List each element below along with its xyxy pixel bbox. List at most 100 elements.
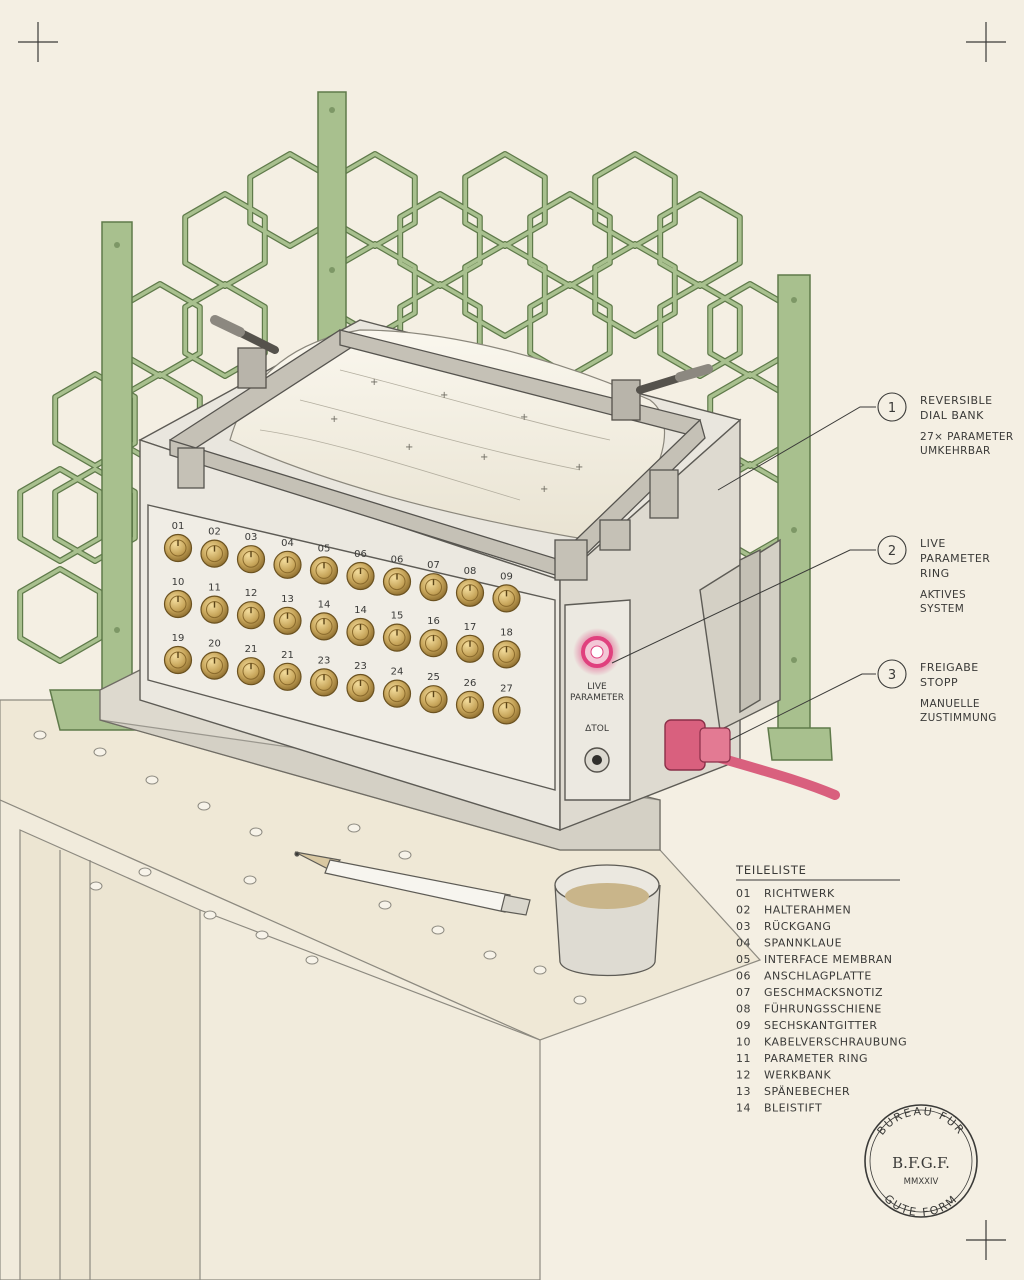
parameter-dial[interactable] bbox=[236, 601, 266, 630]
callout-title-line: STOPP bbox=[920, 676, 958, 689]
callout-title-line: LIVE bbox=[920, 537, 946, 550]
svg-text:+: + bbox=[540, 484, 548, 495]
parameter-dial[interactable] bbox=[492, 640, 521, 669]
parameter-dial[interactable] bbox=[346, 617, 375, 647]
parameter-dial[interactable] bbox=[236, 545, 266, 574]
dial-number-label: 15 bbox=[391, 611, 404, 622]
dial-number-label: 19 bbox=[172, 633, 185, 644]
parameter-dial[interactable] bbox=[492, 584, 521, 613]
part-number: 11 bbox=[736, 1052, 751, 1065]
callout-number: 2 bbox=[888, 544, 896, 559]
dial-number-label: 11 bbox=[208, 583, 221, 594]
ring-label-line2: PARAMETER bbox=[570, 693, 624, 703]
part-number: 14 bbox=[736, 1102, 751, 1115]
dial-number-label: 14 bbox=[354, 605, 367, 616]
parameter-dial[interactable] bbox=[200, 651, 229, 680]
parameter-dial[interactable] bbox=[163, 589, 193, 619]
parameter-dial[interactable] bbox=[309, 556, 339, 585]
parameter-dial[interactable] bbox=[200, 539, 229, 568]
parameter-dial[interactable] bbox=[200, 595, 229, 624]
parameter-dial[interactable] bbox=[273, 662, 302, 691]
part-number: 01 bbox=[736, 887, 751, 900]
part-name: BLEISTIFT bbox=[764, 1102, 822, 1115]
parameter-dial[interactable] bbox=[273, 550, 302, 579]
dial-number-label: 23 bbox=[354, 661, 367, 672]
part-number: 06 bbox=[736, 970, 751, 983]
part-name: SPÄNEBECHER bbox=[764, 1085, 850, 1098]
parameter-dial[interactable] bbox=[455, 578, 485, 607]
dial-number-label: 12 bbox=[245, 588, 258, 599]
tol-label: ΔTOL bbox=[585, 724, 609, 734]
callout-subtitle-line: UMKEHRBAR bbox=[920, 445, 991, 457]
toggle-clamp-left bbox=[210, 315, 279, 389]
callout-title-line: DIAL BANK bbox=[920, 409, 984, 422]
part-name: RICHTWERK bbox=[764, 887, 835, 900]
dial-number-label: 04 bbox=[281, 538, 294, 549]
parts-list-row: 01 RICHTWERK bbox=[736, 887, 835, 900]
reversible-dial-bank: 0102030405060607080910111213141415161718… bbox=[163, 521, 521, 725]
parameter-dial[interactable] bbox=[455, 690, 485, 719]
callout-subtitle-line: 27× PARAMETER bbox=[920, 431, 1014, 443]
dial-number-label: 17 bbox=[464, 622, 477, 633]
dial-number-label: 08 bbox=[464, 566, 477, 577]
part-number: 03 bbox=[736, 920, 751, 933]
parameter-dial[interactable] bbox=[309, 612, 339, 641]
control-panel: LIVE PARAMETER ΔTOL bbox=[570, 628, 624, 773]
callout-title-line: FREIGABE bbox=[920, 661, 979, 674]
parameter-dial[interactable] bbox=[382, 567, 412, 596]
bureau-stamp: BUREAU FÜR GUTE FORM B.F.G.F. MMXXIV bbox=[864, 1104, 978, 1219]
dial-number-label: 25 bbox=[427, 672, 440, 683]
parameter-dial[interactable] bbox=[273, 606, 302, 635]
svg-text:+: + bbox=[370, 377, 378, 388]
svg-text:+: + bbox=[520, 412, 528, 423]
parameter-dial[interactable] bbox=[419, 685, 448, 714]
parameter-dial[interactable] bbox=[455, 634, 485, 663]
parameter-dial[interactable] bbox=[382, 679, 412, 708]
parameter-dial[interactable] bbox=[163, 645, 193, 675]
shavings-cup bbox=[554, 864, 661, 977]
parameter-dial[interactable] bbox=[419, 629, 448, 658]
parts-list-row: 07 GESCHMACKSNOTIZ bbox=[736, 986, 883, 999]
dial-number-label: 26 bbox=[464, 678, 477, 689]
interface-membrane-pillow: +++ +++ ++ bbox=[229, 329, 666, 541]
parameter-dial[interactable] bbox=[492, 696, 521, 725]
part-number: 09 bbox=[736, 1019, 751, 1032]
dial-number-label: 18 bbox=[500, 627, 513, 638]
parts-list-title: TEILELISTE bbox=[735, 863, 807, 877]
svg-text:+: + bbox=[405, 442, 413, 453]
dial-number-label: 21 bbox=[281, 650, 294, 661]
dial-number-label: 07 bbox=[427, 560, 440, 571]
parameter-dial[interactable] bbox=[236, 657, 266, 686]
parameter-dial[interactable] bbox=[346, 561, 375, 591]
part-number: 10 bbox=[736, 1036, 751, 1049]
stamp-initials: B.F.G.F. bbox=[892, 1154, 950, 1172]
parameter-dial[interactable] bbox=[309, 668, 339, 697]
parameter-dial[interactable] bbox=[419, 573, 448, 602]
dial-number-label: 10 bbox=[172, 577, 185, 588]
bench-dog-holes bbox=[33, 730, 587, 1005]
dial-number-label: 06 bbox=[391, 555, 404, 566]
callout-title-line: RING bbox=[920, 567, 950, 580]
part-number: 07 bbox=[736, 986, 751, 999]
stamp-bottom-text: GUTE FORM bbox=[882, 1192, 959, 1219]
part-number: 05 bbox=[736, 953, 751, 966]
parameter-dial[interactable] bbox=[346, 673, 375, 703]
part-name: GESCHMACKSNOTIZ bbox=[764, 986, 883, 999]
parameter-dial[interactable] bbox=[163, 533, 193, 563]
parameter-dial[interactable] bbox=[382, 623, 412, 652]
part-number: 02 bbox=[736, 904, 751, 917]
ring-label-line1: LIVE bbox=[587, 682, 607, 692]
part-number: 04 bbox=[736, 937, 751, 950]
svg-text:+: + bbox=[480, 452, 488, 463]
dial-number-label: 09 bbox=[500, 571, 513, 582]
